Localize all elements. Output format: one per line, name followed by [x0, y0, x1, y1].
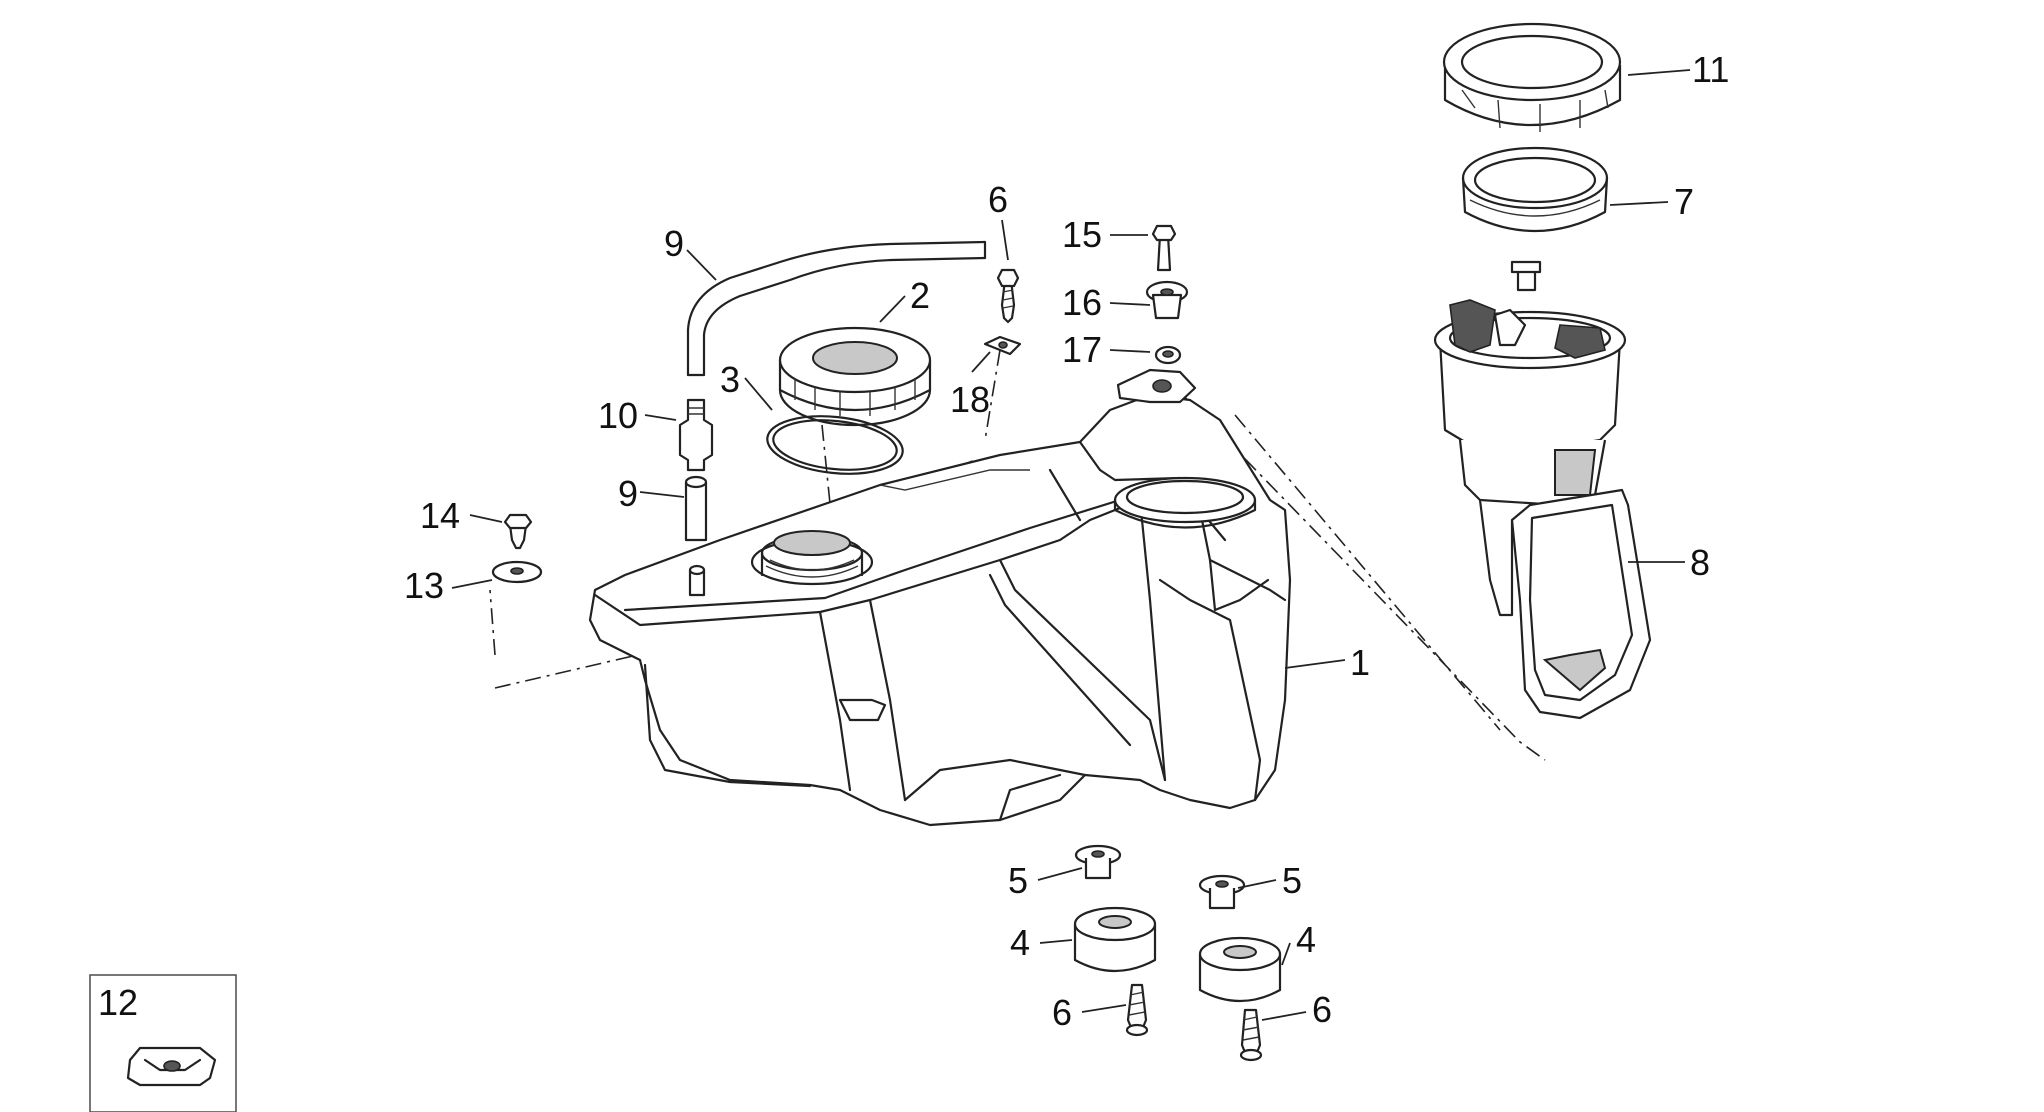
- callout-4-left: 4: [1010, 922, 1030, 963]
- callout-15: 15: [1062, 214, 1102, 255]
- screw-6-lower-right[interactable]: [1239, 1008, 1263, 1062]
- callout-9-lower: 9: [618, 473, 638, 514]
- washer-13[interactable]: [491, 560, 543, 584]
- bushing-5-right[interactable]: [1198, 874, 1246, 910]
- callout-6-lower-right: 6: [1312, 989, 1332, 1030]
- short-hose[interactable]: [684, 475, 708, 542]
- o-ring[interactable]: [764, 410, 905, 480]
- callout-8: 8: [1690, 542, 1710, 583]
- bushing-5-left[interactable]: [1074, 844, 1122, 880]
- callout-9-upper: 9: [664, 223, 684, 264]
- screw-15[interactable]: [1151, 224, 1177, 272]
- callout-labels: 1 2 3 4 4 5 5 6 6 6 7 8 9 9 10 11 12 13 …: [98, 49, 1729, 1033]
- callout-18: 18: [950, 379, 990, 420]
- ring-nut[interactable]: [1442, 22, 1622, 132]
- callout-14: 14: [420, 495, 460, 536]
- callout-16: 16: [1062, 282, 1102, 323]
- callout-12: 12: [98, 982, 138, 1023]
- breather-hose[interactable]: [686, 240, 987, 377]
- callout-2: 2: [910, 275, 930, 316]
- washer-18[interactable]: [983, 335, 1022, 356]
- rubber-mount-4-left[interactable]: [1073, 906, 1157, 973]
- leader-lines: [451, 69, 1691, 1021]
- grommet-16[interactable]: [1145, 280, 1189, 320]
- callout-1: 1: [1350, 642, 1370, 683]
- fuel-pump[interactable]: [1433, 260, 1652, 720]
- callout-3: 3: [720, 359, 740, 400]
- inset-box-12[interactable]: [89, 974, 237, 1112]
- callout-6-lower-left: 6: [1052, 992, 1072, 1033]
- callout-13: 13: [404, 565, 444, 606]
- tank-cap[interactable]: [778, 326, 932, 427]
- screw-14[interactable]: [503, 513, 533, 550]
- callout-6-top: 6: [988, 179, 1008, 220]
- callout-5-left: 5: [1008, 860, 1028, 901]
- callout-11: 11: [1692, 49, 1729, 90]
- callout-5-right: 5: [1282, 860, 1302, 901]
- screw-6-lower-left[interactable]: [1125, 983, 1149, 1037]
- screw-6-top[interactable]: [996, 268, 1020, 324]
- callout-10: 10: [598, 395, 638, 436]
- pump-gasket[interactable]: [1461, 146, 1609, 232]
- fuel-tank[interactable]: [588, 368, 1292, 827]
- callout-4-right: 4: [1296, 919, 1316, 960]
- nut-17[interactable]: [1154, 345, 1182, 365]
- rubber-mount-4-right[interactable]: [1198, 936, 1282, 1003]
- check-valve[interactable]: [678, 398, 714, 472]
- callout-7: 7: [1674, 181, 1694, 222]
- callout-17: 17: [1062, 329, 1102, 370]
